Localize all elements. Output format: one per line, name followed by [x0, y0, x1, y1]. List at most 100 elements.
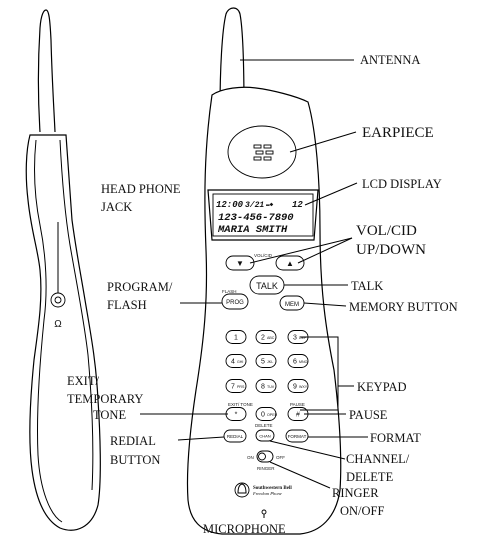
keypad-key-digit: 1 — [234, 335, 238, 342]
brand-logo: Southwestern Bell Freedom Phone — [234, 482, 292, 498]
format-button-label: FORMAT — [288, 434, 307, 439]
side-view-handset: Ω — [25, 9, 101, 531]
ringer-off-label: OFF — [276, 455, 285, 460]
lcd-line1-count: 12 — [292, 200, 303, 210]
format-button[interactable]: FORMAT — [285, 429, 309, 443]
keypad-key-digit: 0 — [261, 412, 265, 419]
lcd-screen — [212, 193, 314, 237]
keypad-key-letters: MNO — [299, 360, 308, 364]
keypad-key-digit: 5 — [261, 359, 265, 366]
label-program-line2: FLASH — [107, 298, 147, 312]
chan-button-label: CHAN — [259, 434, 270, 439]
label-talk: TALK — [351, 279, 383, 293]
lcd-line2-number: 123-456-7890 — [218, 212, 294, 224]
ringer-leader — [269, 461, 331, 489]
up-arrow-icon: ▲ — [286, 259, 294, 268]
lcd-line1-icon: ▬◆ — [266, 201, 274, 208]
redial-leader — [177, 436, 225, 441]
earpiece-icon — [253, 144, 274, 161]
prog-button[interactable]: PROG — [221, 293, 249, 310]
leader-lines — [57, 59, 368, 518]
lcd-line1-date: 3/21 — [245, 201, 264, 210]
delete-caption: DELETE — [255, 423, 273, 428]
keypad-key-letters: DEF — [299, 336, 307, 340]
ringer-switch-knob — [258, 452, 266, 461]
keypad-key-digit: 2 — [261, 335, 265, 342]
label-keypad: KEYPAD — [357, 380, 407, 394]
keypad-key-letters: GHI — [237, 360, 243, 364]
label-channel-line2: DELETE — [346, 470, 394, 484]
side-edge-line — [34, 139, 63, 523]
label-ringer-line1: RINGER — [332, 486, 379, 500]
chan-button[interactable]: CHAN — [255, 429, 275, 442]
label-exit-line1: EXIT/ — [67, 374, 99, 388]
keypad-key-digit: 8 — [261, 384, 265, 391]
front-view-handset: 12:00 3/21 ▬◆ 12 123-456-7890 MARIA SMIT… — [186, 7, 342, 535]
keypad-key-digit: 9 — [293, 384, 297, 391]
ringer-on-label: ON — [247, 455, 254, 460]
label-redial-line2: BUTTON — [110, 453, 160, 467]
keypad-key[interactable]: * — [225, 407, 247, 421]
keypad-key-letters: OPER — [267, 413, 278, 417]
keypad-key-digit: * — [235, 412, 238, 419]
keypad-key-digit: 6 — [293, 359, 297, 366]
channel-delete-leader — [269, 440, 346, 460]
keypad-bracket — [300, 336, 339, 411]
vol-down-button[interactable]: ▼ — [225, 255, 255, 271]
label-program-line1: PROGRAM/ — [107, 280, 173, 294]
label-microphone: MICROPHONE — [203, 522, 286, 536]
keypad-key-digit: 7 — [231, 384, 235, 391]
redial-button[interactable]: REDIAL — [223, 429, 247, 443]
keypad-key-digit: # — [296, 412, 300, 419]
label-format: FORMAT — [370, 431, 421, 445]
keypad-key[interactable]: # — [287, 407, 309, 421]
prog-button-label: PROG — [226, 300, 244, 306]
label-vol-cid-line2: UP/DOWN — [356, 242, 426, 258]
ringer-caption: RINGER — [257, 466, 275, 471]
headphone-symbol-icon: Ω — [54, 319, 62, 330]
label-memory-button: MEMORY BUTTON — [349, 300, 458, 314]
headphone-jack-hole — [54, 296, 62, 304]
ringer-switch[interactable] — [256, 450, 274, 463]
keypad-key-digit: 4 — [231, 359, 235, 366]
label-antenna: ANTENNA — [360, 53, 420, 67]
keypad-key-letters: PRS — [237, 385, 245, 389]
exit-tone-caption: EXIT/ TONE — [228, 402, 253, 407]
label-exit-line2: TEMPORARY — [67, 392, 143, 406]
vol-cid-caption: VOL/CID — [254, 253, 273, 258]
mem-leader — [303, 302, 347, 307]
mem-button[interactable]: MEM — [279, 295, 305, 311]
label-vol-cid-line1: VOL/CID — [356, 223, 417, 239]
label-headphone-line1: HEAD PHONE — [101, 182, 181, 196]
flash-caption: FLASH — [222, 289, 237, 294]
label-headphone-line2: JACK — [101, 200, 132, 214]
vol-down-leader — [249, 237, 353, 264]
side-body — [25, 134, 101, 531]
label-pause: PAUSE — [349, 408, 388, 422]
keypad-key-letters: WXY — [299, 385, 308, 389]
label-lcd-display: LCD DISPLAY — [362, 177, 442, 191]
mem-button-label: MEM — [285, 302, 299, 308]
label-channel-line1: CHANNEL/ — [346, 452, 410, 466]
down-arrow-icon: ▼ — [236, 259, 244, 268]
earpiece-leader — [289, 131, 357, 153]
vol-up-button[interactable]: ▲ — [275, 255, 305, 271]
talk-button[interactable]: TALK — [249, 275, 285, 295]
keypad-key[interactable]: 1 — [225, 330, 247, 344]
front-antenna — [219, 7, 245, 111]
brand-line2: Freedom Phone — [252, 491, 282, 496]
side-antenna — [37, 9, 56, 133]
bell-shape — [237, 483, 247, 494]
keypad-key-letters: TUV — [267, 385, 275, 389]
side-back-line — [59, 139, 94, 491]
